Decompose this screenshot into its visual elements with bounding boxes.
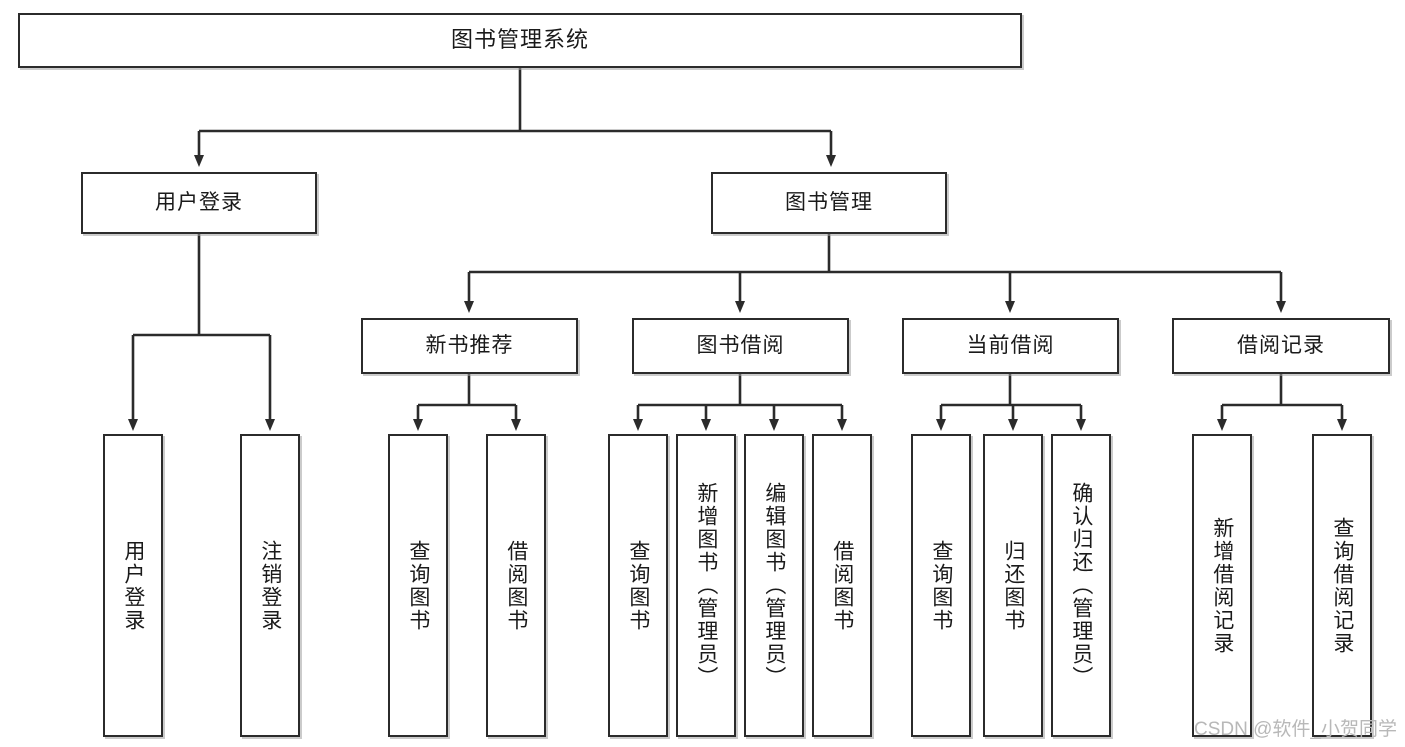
leaf-current-borrow-confirm-return[interactable]: 确认归还（管理员） bbox=[1051, 434, 1111, 737]
node-label: 用户登录 bbox=[121, 539, 145, 632]
node-borrow-record[interactable]: 借阅记录 bbox=[1172, 318, 1390, 374]
node-label: 当前借阅 bbox=[966, 334, 1055, 358]
node-book-borrow[interactable]: 图书借阅 bbox=[632, 318, 849, 374]
leaf-user-login-signin[interactable]: 用户登录 bbox=[103, 434, 163, 737]
node-new-book-recommend[interactable]: 新书推荐 bbox=[361, 318, 578, 374]
node-label: 图书借阅 bbox=[696, 334, 785, 358]
node-label: 新书推荐 bbox=[425, 334, 514, 358]
leaf-book-borrow-add[interactable]: 新增图书（管理员） bbox=[676, 434, 736, 737]
watermark-text: CSDN @软件_小贺同学 bbox=[1194, 719, 1397, 740]
node-user-login[interactable]: 用户登录 bbox=[81, 172, 317, 234]
leaf-book-borrow-edit[interactable]: 编辑图书（管理员） bbox=[744, 434, 804, 737]
node-book-management[interactable]: 图书管理 bbox=[711, 172, 947, 234]
node-label: 图书管理 bbox=[785, 191, 873, 215]
leaf-new-book-borrow[interactable]: 借阅图书 bbox=[486, 434, 546, 737]
node-label: 借阅图书 bbox=[504, 539, 528, 632]
node-root-system[interactable]: 图书管理系统 bbox=[18, 13, 1022, 68]
node-label: 查询图书 bbox=[406, 539, 430, 632]
node-label: 借阅图书 bbox=[830, 539, 854, 632]
node-label: 查询图书 bbox=[929, 539, 953, 632]
leaf-borrow-record-query[interactable]: 查询借阅记录 bbox=[1312, 434, 1372, 737]
node-label: 图书管理系统 bbox=[450, 27, 589, 53]
node-label: 归还图书 bbox=[1001, 539, 1025, 632]
leaf-book-borrow-query[interactable]: 查询图书 bbox=[608, 434, 668, 737]
leaf-borrow-record-add[interactable]: 新增借阅记录 bbox=[1192, 434, 1252, 737]
node-label: 借阅记录 bbox=[1237, 334, 1325, 358]
node-label: 注销登录 bbox=[258, 539, 282, 632]
node-label: 查询图书 bbox=[626, 539, 650, 632]
leaf-book-borrow-lend[interactable]: 借阅图书 bbox=[812, 434, 872, 737]
node-label: 新增借阅记录 bbox=[1210, 516, 1234, 655]
node-label: 编辑图书（管理员） bbox=[762, 482, 786, 689]
node-label: 查询借阅记录 bbox=[1330, 516, 1354, 655]
leaf-new-book-query[interactable]: 查询图书 bbox=[388, 434, 448, 737]
node-label: 确认归还（管理员） bbox=[1069, 482, 1093, 689]
leaf-user-login-signout[interactable]: 注销登录 bbox=[240, 434, 300, 737]
leaf-current-borrow-return[interactable]: 归还图书 bbox=[983, 434, 1043, 737]
leaf-current-borrow-query[interactable]: 查询图书 bbox=[911, 434, 971, 737]
node-label: 新增图书（管理员） bbox=[694, 482, 718, 689]
node-label: 用户登录 bbox=[155, 191, 243, 215]
node-current-borrow[interactable]: 当前借阅 bbox=[902, 318, 1119, 374]
